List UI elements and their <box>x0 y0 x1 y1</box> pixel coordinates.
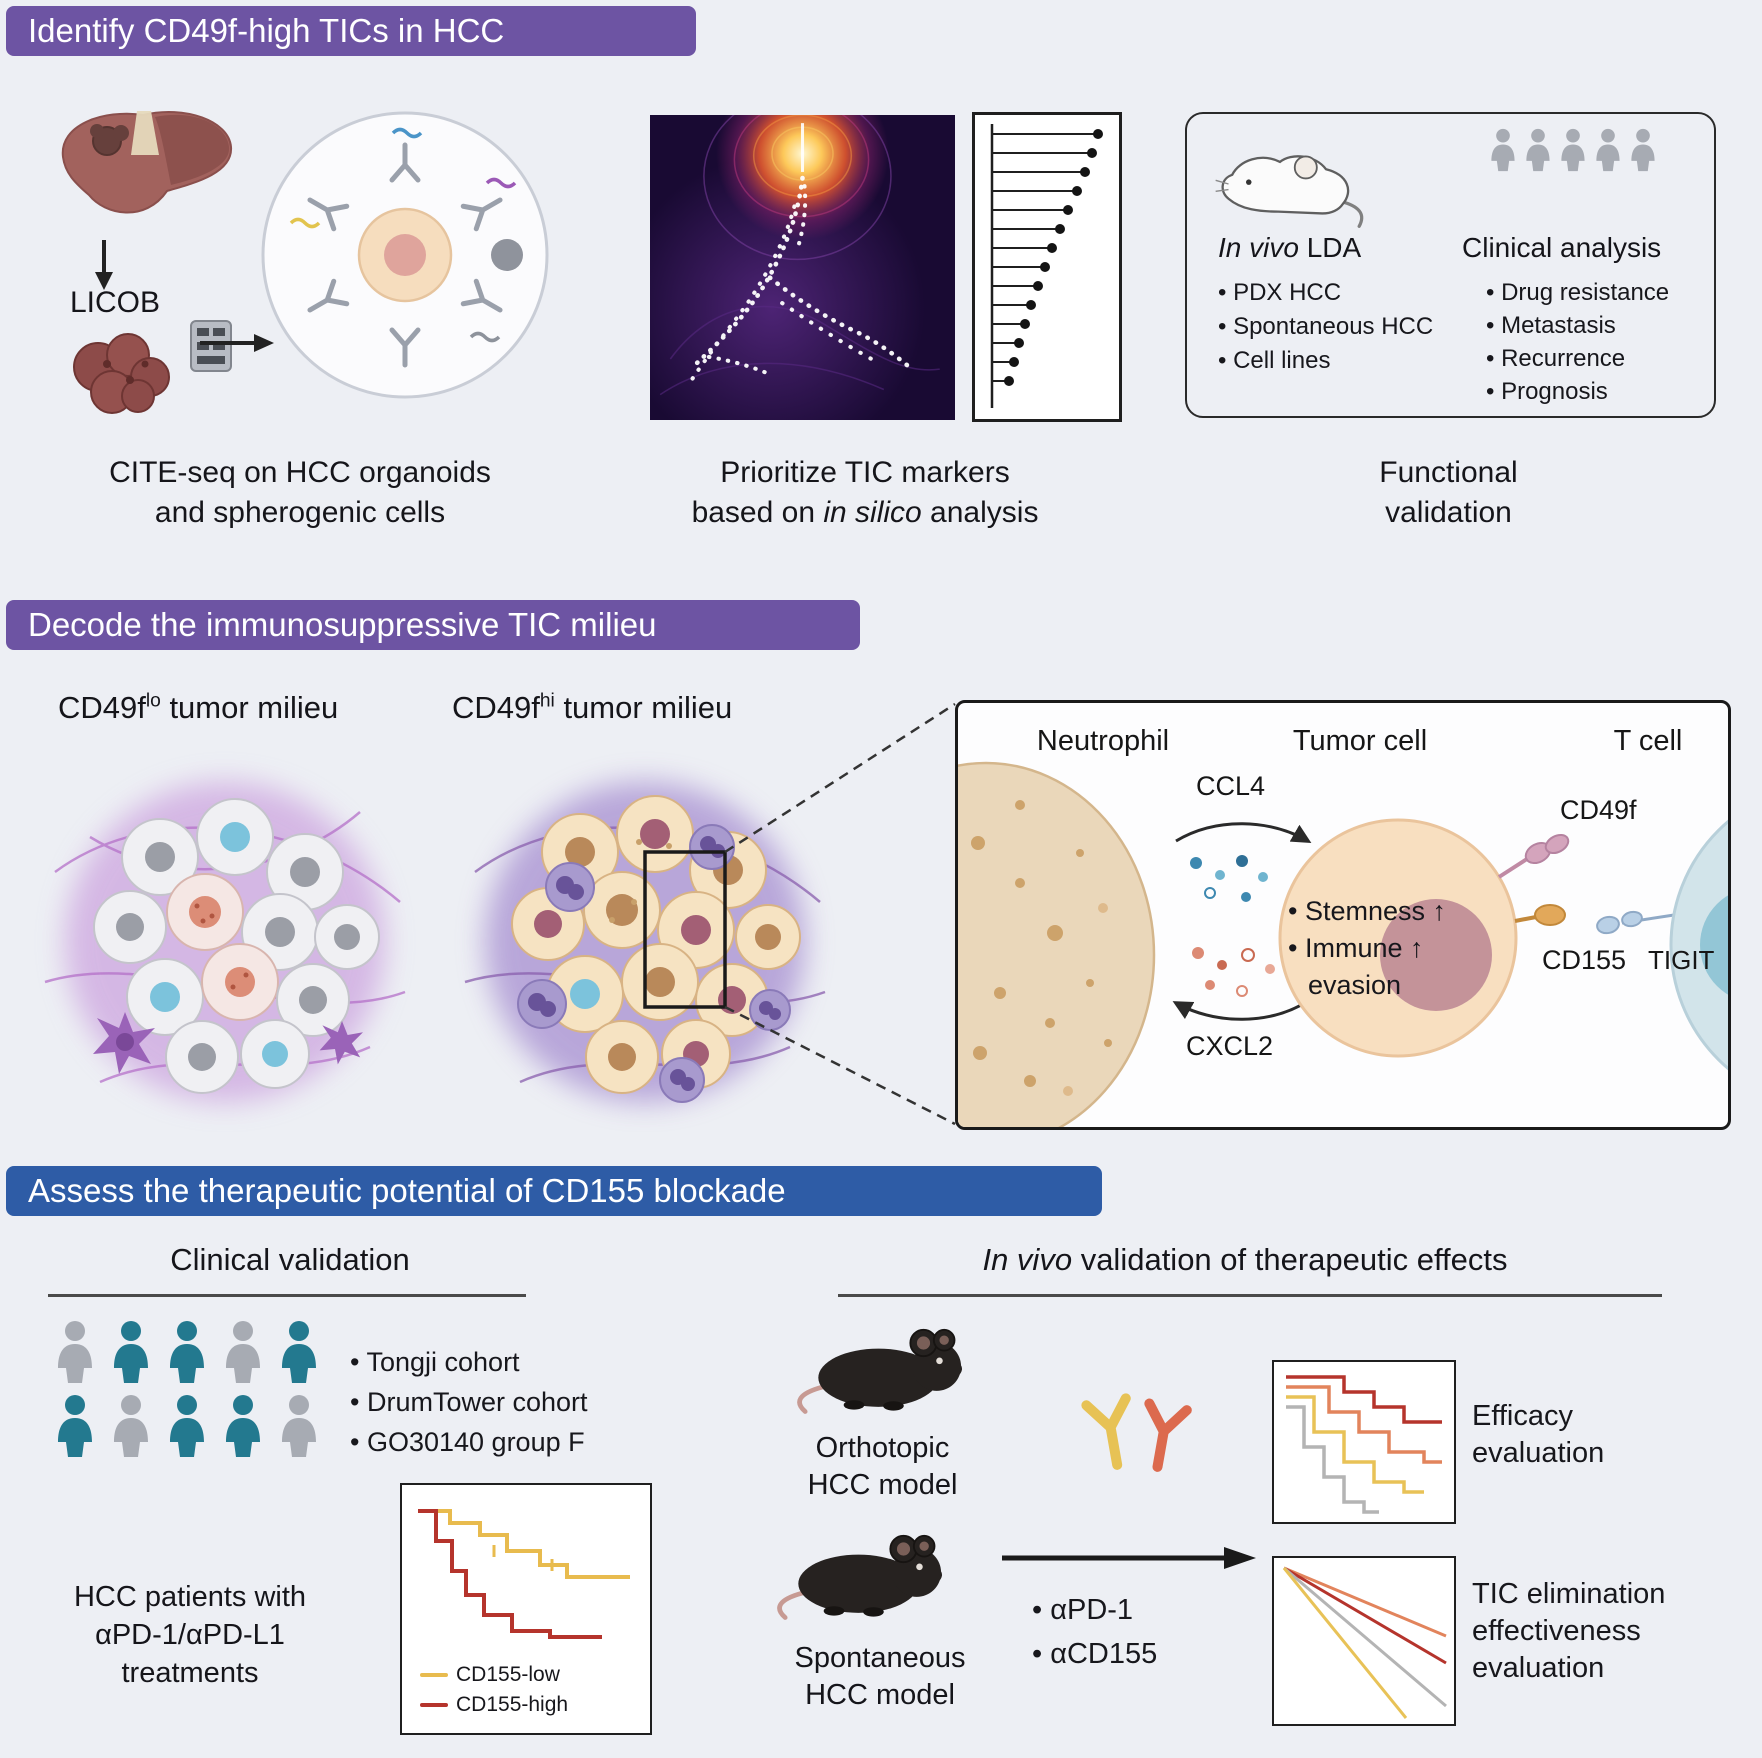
legend-swatch <box>420 1673 448 1677</box>
white-mouse-icon <box>1215 155 1364 228</box>
patients-caption: HCC patients with αPD-1/αPD-L1 treatment… <box>73 1581 307 1689</box>
dendritic-cell-icon <box>93 1012 363 1074</box>
invivo-lda-list: PDX HCC Spontaneous HCC Cell lines <box>1218 276 1433 378</box>
liver-illustration <box>61 111 233 214</box>
caption-markers: Prioritize TIC markers based on in silic… <box>691 456 1039 529</box>
cd155-survival-plot: CD155-low CD155-high <box>400 1483 652 1735</box>
efficacy-plot <box>1272 1360 1456 1524</box>
licob-label: LICOB <box>69 286 161 319</box>
list-item: Tongji cohort <box>350 1342 588 1382</box>
zoom-rectangle <box>643 850 727 1009</box>
marker-ranking-chart <box>972 112 1122 422</box>
rna-squiggle-yellow <box>289 217 321 229</box>
invivo-validation-title: In vivo validation of therapeutic effect… <box>982 1242 1508 1277</box>
cd49f-lo-tumor-illustration <box>44 782 406 1102</box>
cd49f-hi-label: CD49fhi tumor milieu <box>452 690 733 725</box>
list-item: Metastasis <box>1486 309 1669 342</box>
zoom-connector-lines <box>724 702 956 1126</box>
ccl4-label: CCL4 <box>1196 771 1266 801</box>
zoom-panel-graphics <box>958 761 1728 1127</box>
clinical-validation-title: Clinical validation <box>170 1242 410 1277</box>
section2-header: Decode the immunosuppressive TIC milieu <box>6 600 860 650</box>
caption-functional-validation: Functional validation <box>1379 456 1518 529</box>
list-item: DrumTower cohort <box>350 1382 588 1422</box>
tigit-label: TIGIT <box>1648 945 1715 975</box>
neutrophil-label: Neutrophil <box>1036 725 1170 757</box>
rna-squiggle-purple <box>485 177 517 189</box>
list-item: GO30140 group F <box>350 1422 588 1462</box>
section3-header: Assess the therapeutic potential of CD15… <box>6 1166 1102 1216</box>
bead-icon <box>491 239 523 271</box>
tumor-organoid-illustration <box>73 333 170 414</box>
list-item: αPD-1 <box>1032 1588 1157 1632</box>
list-item: αCD155 <box>1032 1632 1157 1676</box>
up-arrow: ↑ <box>1410 933 1424 963</box>
treatment-list: αPD-1 αCD155 <box>1032 1588 1157 1676</box>
clinical-analysis-title: Clinical analysis <box>1462 232 1662 263</box>
invivo-lda-title: In vivo LDA <box>1218 232 1362 263</box>
density-plot <box>650 115 955 420</box>
rna-squiggle-blue <box>391 127 423 139</box>
section1-header: Identify CD49f-high TICs in HCC <box>6 6 696 56</box>
sequencing-chip-icon <box>190 320 232 372</box>
treatment-arrow-icon <box>1002 1547 1256 1569</box>
up-arrow: ↑ <box>1432 896 1447 926</box>
cd49f-hi-tumor-illustration <box>464 782 826 1103</box>
list-item: PDX HCC <box>1218 276 1433 310</box>
rna-squiggle-gray <box>469 331 501 343</box>
tic-milieu-zoom-panel: Neutrophil Tumor cell T cell CCL4 CXCL2 … <box>955 700 1731 1130</box>
list-item: Recurrence <box>1486 342 1669 375</box>
spontaneous-label: Spontaneous HCC model <box>794 1642 966 1711</box>
immune-cell-icons <box>517 824 791 1103</box>
list-item: Spontaneous HCC <box>1218 310 1433 344</box>
cd49f-lo-label: CD49flo tumor milieu <box>58 690 339 725</box>
t-cell-label: T cell <box>1613 725 1683 757</box>
cohort-list: Tongji cohort DrumTower cohort GO30140 g… <box>350 1342 588 1462</box>
list-item: Drug resistance <box>1486 276 1669 309</box>
legend-cd155-low: CD155-low <box>420 1663 560 1687</box>
legend-cd155-high: CD155-high <box>420 1693 568 1717</box>
clinical-analysis-list: Drug resistance Metastasis Recurrence Pr… <box>1486 276 1669 408</box>
efficacy-label: Efficacy evaluation <box>1472 1400 1605 1469</box>
tumor-effects-list: Stemness ↑ Immune ↑ evasion <box>1288 893 1446 1004</box>
divider <box>838 1294 1662 1297</box>
list-item: Prognosis <box>1486 375 1669 408</box>
caption-citeseq: CITE-seq on HCC organoids and spherogeni… <box>109 456 491 529</box>
antibody-yellow-icon <box>1081 1393 1131 1470</box>
functional-validation-panel <box>1185 112 1716 418</box>
down-arrow-icon <box>95 240 113 290</box>
divider <box>48 1294 526 1297</box>
cxcl2-label: CXCL2 <box>1186 1031 1274 1061</box>
antibody-icons <box>1081 1393 1192 1472</box>
orthotopic-mouse-icon <box>795 1312 975 1420</box>
antibody-red-icon <box>1144 1398 1192 1472</box>
tic-elimination-label: TIC elimination effectiveness evaluation <box>1472 1578 1666 1684</box>
legend-swatch <box>420 1703 448 1707</box>
citeseq-cell-illustration <box>261 111 549 399</box>
patients-icons <box>52 1320 322 1458</box>
tic-elimination-plot <box>1272 1556 1456 1726</box>
tumor-cell-label: Tumor cell <box>1292 725 1428 757</box>
spontaneous-mouse-icon <box>775 1518 955 1626</box>
cd49f-receptor-label: CD49f <box>1560 795 1637 825</box>
clinical-people-icons <box>1488 128 1658 172</box>
orthotopic-label: Orthotopic HCC model <box>807 1432 958 1501</box>
right-arrow-icon <box>200 334 274 352</box>
cd155-label: CD155 <box>1542 945 1627 975</box>
list-item: Cell lines <box>1218 344 1433 378</box>
